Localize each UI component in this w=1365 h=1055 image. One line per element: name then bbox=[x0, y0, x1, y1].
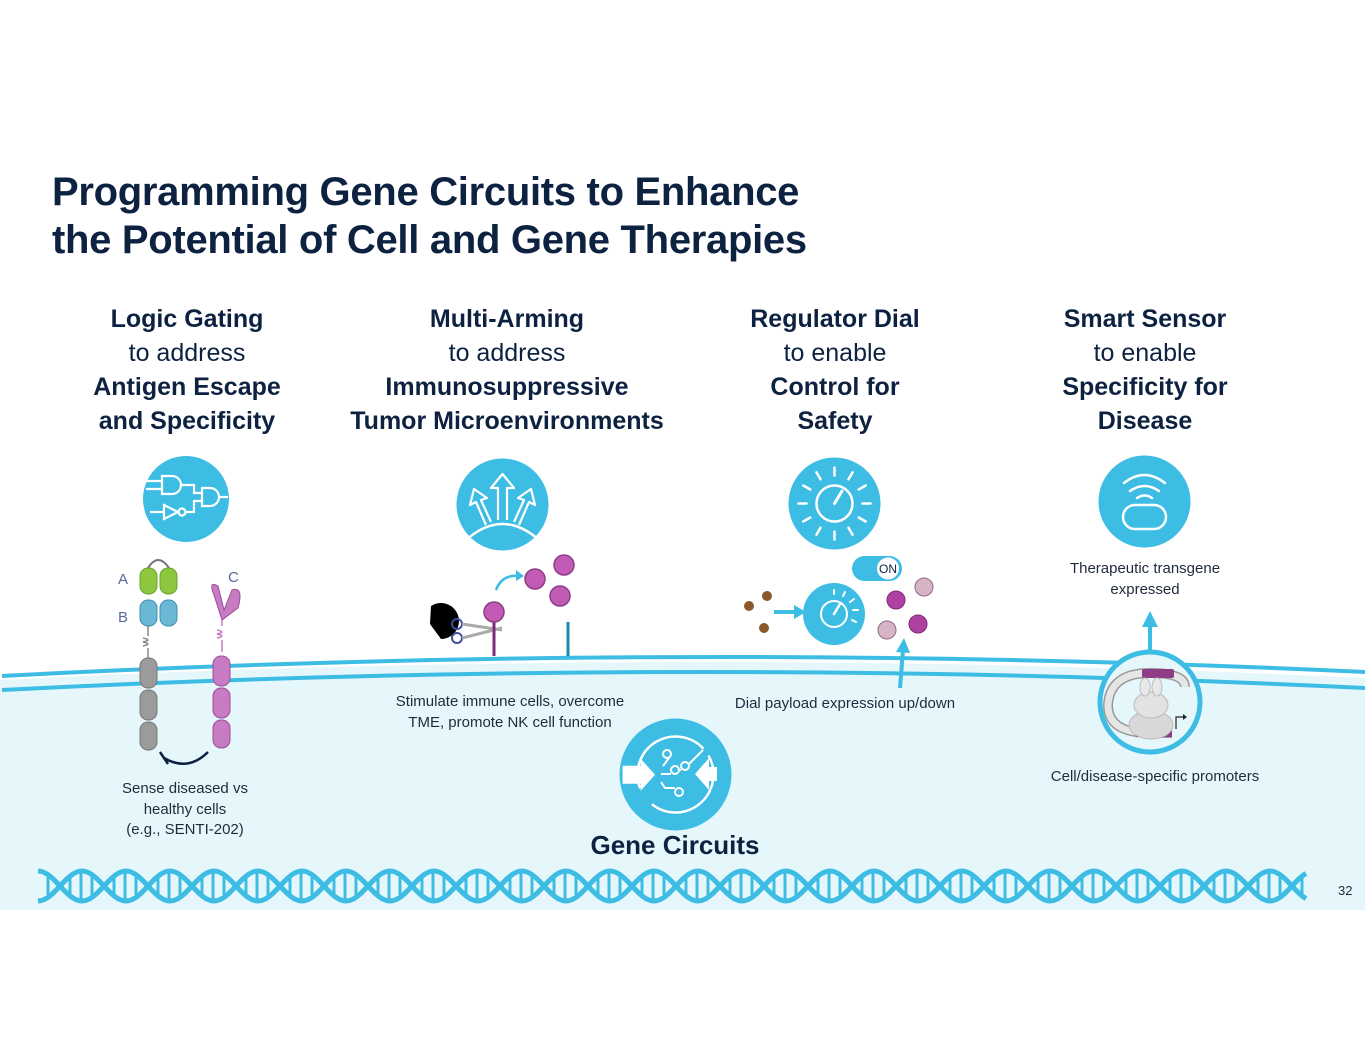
caption-logic-gating: Sense diseased vs healthy cells (e.g., S… bbox=[85, 779, 285, 841]
caption-line: Stimulate immune cells, overcome bbox=[395, 693, 625, 710]
receptor-purple-segment bbox=[212, 719, 231, 749]
column-goal-line-1: Antigen Escape bbox=[93, 373, 281, 401]
column-heading: Smart Sensor bbox=[1063, 305, 1227, 333]
dial-ticks bbox=[797, 466, 872, 541]
gene-circuits-label: Gene Circuits bbox=[590, 830, 760, 860]
receptor-b-domain bbox=[139, 599, 158, 627]
dial-tick bbox=[857, 516, 867, 523]
dial-tick bbox=[847, 471, 854, 481]
label-a: A bbox=[118, 571, 128, 588]
receptor-b-domain bbox=[159, 599, 178, 627]
dial-tick bbox=[847, 526, 854, 536]
receptor-gray-segment bbox=[139, 657, 158, 689]
column-connector: to address bbox=[448, 339, 566, 367]
inducer-molecule bbox=[762, 591, 772, 601]
caption-line: (e.g., SENTI-202) bbox=[126, 821, 244, 838]
column-connector: to address bbox=[128, 339, 246, 367]
page-number: 32 bbox=[1338, 883, 1353, 898]
up-arrow-icon bbox=[1142, 611, 1158, 627]
receptor-c-head bbox=[211, 583, 241, 621]
dna-helix bbox=[37, 868, 1308, 904]
dna-strand bbox=[37, 868, 1308, 904]
dial-tick bbox=[815, 526, 822, 536]
cytokine bbox=[549, 585, 571, 607]
title-line-2: the Potential of Cell and Gene Therapies bbox=[52, 218, 807, 262]
label-b: B bbox=[118, 609, 128, 626]
column-logic-gating: Logic Gating to address Antigen Escape a… bbox=[62, 302, 312, 438]
caption-transgene: Therapeutic transgene expressed bbox=[1045, 559, 1245, 600]
caption-line: Dial payload expression up/down bbox=[734, 695, 956, 712]
column-heading: Multi-Arming bbox=[429, 305, 585, 333]
column-goal-line-1: Immunosuppressive bbox=[385, 373, 629, 401]
column-goal-line-2: Disease bbox=[1097, 407, 1193, 435]
multi-arming-diagram bbox=[430, 554, 578, 656]
cytokine bbox=[524, 568, 546, 590]
inducer-molecule bbox=[744, 601, 754, 611]
label-c: C bbox=[228, 569, 239, 586]
pac-protease bbox=[430, 603, 459, 639]
logic-gate-icon bbox=[143, 456, 229, 542]
column-connector: to enable bbox=[1093, 339, 1197, 367]
caption-multi-arming: Stimulate immune cells, overcome TME, pr… bbox=[360, 692, 660, 733]
inhibition-arc bbox=[163, 751, 209, 765]
receptor-a-domain bbox=[139, 567, 158, 595]
column-goal-line-2: Safety bbox=[797, 407, 873, 435]
title-line-1: Programming Gene Circuits to Enhance bbox=[52, 170, 800, 214]
column-heading: Regulator Dial bbox=[750, 305, 920, 333]
sensor-icon bbox=[1098, 455, 1191, 548]
caption-smart-sensor: Cell/disease-specific promoters bbox=[1010, 767, 1300, 788]
caption-line: expressed bbox=[1110, 580, 1180, 598]
payload-molecule bbox=[886, 590, 906, 610]
column-goal-line-2: Tumor Microenvironments bbox=[350, 407, 664, 435]
caption-line: Therapeutic transgene bbox=[1069, 560, 1221, 577]
receptor-purple-segment bbox=[212, 655, 231, 687]
gene-circuit-icon bbox=[619, 718, 732, 831]
smart-sensor-diagram bbox=[1097, 611, 1203, 755]
column-multi-arming: Multi-Arming to address Immunosuppressiv… bbox=[327, 302, 687, 438]
dial-tick bbox=[815, 471, 822, 481]
column-goal-line-2: and Specificity bbox=[98, 407, 276, 435]
toggle-label: ON bbox=[879, 562, 897, 576]
regulator-dial-diagram: ON bbox=[744, 556, 934, 689]
payload-molecule bbox=[908, 614, 928, 634]
logic-gate-receptor-diagram: A B C bbox=[118, 559, 241, 765]
dial-tick bbox=[802, 484, 812, 491]
inducer-molecule bbox=[759, 623, 769, 633]
caption-line: TME, promote NK cell function bbox=[408, 713, 612, 731]
column-smart-sensor: Smart Sensor to enable Specificity for D… bbox=[1025, 302, 1265, 438]
caption-line: healthy cells bbox=[143, 800, 227, 818]
dna-strand bbox=[37, 868, 1308, 904]
payload-molecule bbox=[877, 620, 897, 640]
column-goal-line-1: Specificity for bbox=[1062, 373, 1228, 401]
multi-arrow-icon bbox=[456, 458, 549, 551]
receptor-gray-segment bbox=[139, 689, 158, 721]
column-goal-line-1: Control for bbox=[770, 373, 900, 401]
caption-line: Sense diseased vs bbox=[122, 780, 248, 797]
column-connector: to enable bbox=[783, 339, 887, 367]
receptor-gray-segment bbox=[139, 721, 158, 751]
caption-regulator-dial: Dial payload expression up/down bbox=[700, 694, 990, 715]
page-title: Programming Gene Circuits to Enhance the… bbox=[52, 168, 807, 264]
dial-tick bbox=[857, 484, 867, 491]
column-heading: Logic Gating bbox=[110, 305, 264, 333]
column-regulator-dial: Regulator Dial to enable Control for Saf… bbox=[715, 302, 955, 438]
dial-tick bbox=[802, 516, 812, 523]
caption-line: Cell/disease-specific promoters bbox=[1050, 768, 1260, 785]
cytokine bbox=[553, 554, 575, 576]
dial-icon bbox=[788, 457, 881, 550]
receptor-purple-segment bbox=[212, 687, 231, 719]
receptor-a-domain bbox=[159, 567, 178, 595]
payload-molecule bbox=[914, 577, 934, 597]
